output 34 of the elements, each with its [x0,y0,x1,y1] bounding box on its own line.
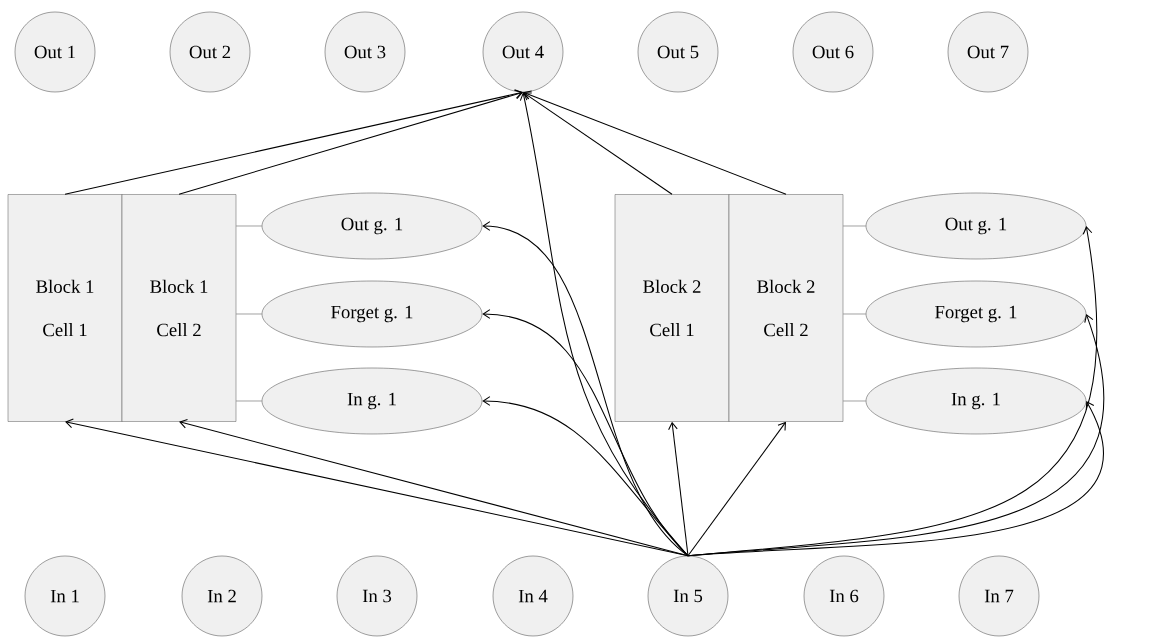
arrow [523,92,673,195]
circle-node: Out 3 [324,11,406,93]
circle-node: In 5 [647,555,729,637]
circle-node: Out 5 [637,11,719,93]
connector-line [236,313,262,315]
connector-line [843,225,866,227]
arrow [668,421,689,557]
arrow [482,221,689,557]
connector-line [843,400,866,402]
circle-node: Out 7 [947,11,1029,93]
arrow [687,401,1103,557]
circle-node: Out 2 [169,11,251,93]
cell-box: Block 1 Cell 1 [7,194,123,422]
circle-node: In 7 [958,555,1040,637]
arrow [64,89,523,195]
arrow [687,421,786,557]
arrow [523,90,787,195]
arrow [179,418,689,557]
circle-node: Out 1 [14,11,96,93]
circle-node: In 2 [181,555,263,637]
cell-box: Block 2 Cell 2 [728,194,844,422]
circle-node: Out 4 [482,11,564,93]
connector-line [843,313,866,315]
cell-box: Block 2 Cell 1 [614,194,730,422]
connector-line [236,400,262,402]
circle-node: In 3 [336,555,418,637]
cell-box: Block 1 Cell 2 [121,194,237,422]
circle-node: In 6 [803,555,885,637]
circle-node: In 1 [24,555,106,637]
arrow [178,89,523,195]
arrow [482,396,689,557]
circle-node: Out 6 [792,11,874,93]
connector-line [236,225,262,227]
circle-node: In 4 [492,555,574,637]
